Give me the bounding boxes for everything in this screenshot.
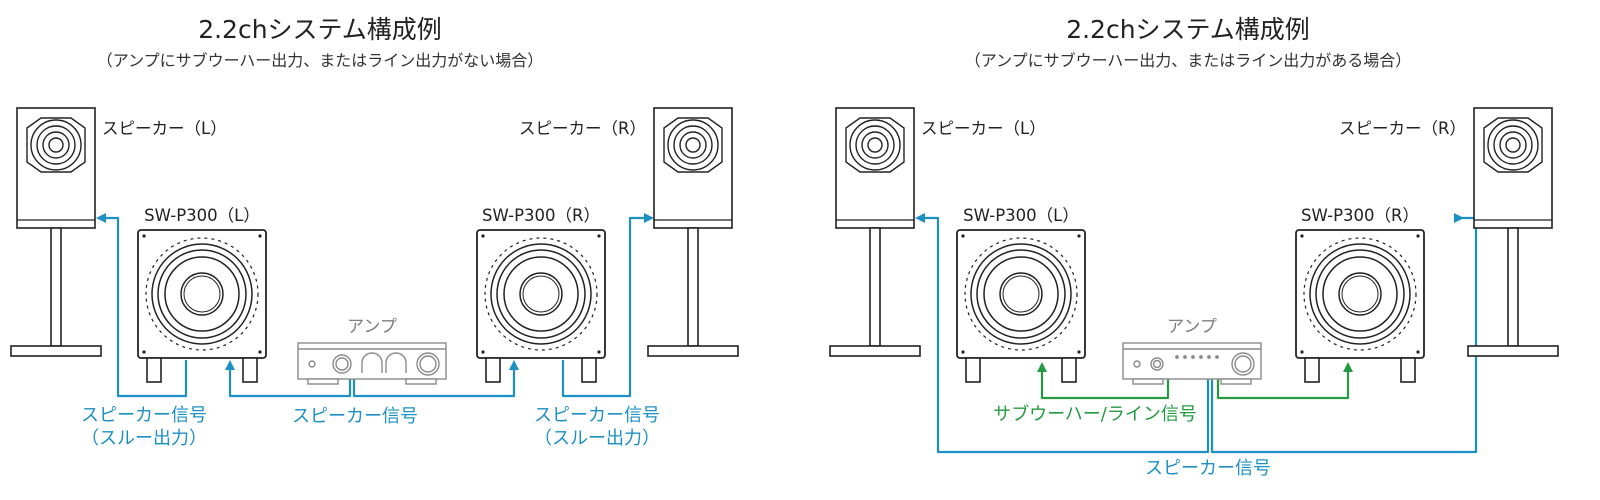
- right-speaker-l-label: スピーカー（L）: [921, 119, 1046, 138]
- right-subwoofer-l-icon: [956, 229, 1086, 383]
- left-signal-label-center: スピーカー信号: [292, 406, 418, 427]
- left-subwoofer-l-icon: [137, 229, 267, 383]
- left-amplifier-icon: [297, 342, 447, 385]
- left-speaker-l-label: スピーカー（L）: [102, 119, 227, 138]
- left-subwoofer-r-icon: [476, 229, 606, 383]
- left-diagram: 2.2chシステム構成例 （アンプにサブウーハー出力、またはライン出力がない場合…: [10, 15, 739, 449]
- right-connection-lines: [915, 213, 1478, 454]
- left-speaker-r-icon: [647, 107, 739, 357]
- left-sub-l-label: SW-P300（L）: [144, 206, 260, 225]
- right-line-signal-label: サブウーハー/ライン信号: [993, 403, 1197, 425]
- right-amplifier-icon: [1122, 342, 1262, 385]
- right-sub-l-label: SW-P300（L）: [963, 206, 1079, 225]
- right-title: 2.2chシステム構成例: [1066, 15, 1310, 44]
- left-amp-label: アンプ: [347, 317, 397, 337]
- right-diagram: 2.2chシステム構成例 （アンプにサブウーハー出力、またはライン出力がある場合…: [829, 15, 1559, 479]
- right-speaker-signal-label: スピーカー信号: [1145, 458, 1271, 479]
- left-speaker-l-icon: [10, 107, 102, 357]
- left-subtitle: （アンプにサブウーハー出力、またはライン出力がない場合）: [97, 51, 544, 70]
- right-speaker-r-label: スピーカー（R）: [1339, 119, 1466, 138]
- left-sub-r-label: SW-P300（R）: [482, 206, 600, 225]
- left-signal-label-1: スピーカー信号: [81, 405, 207, 426]
- right-speaker-r-icon: [1467, 107, 1559, 357]
- right-speaker-l-icon: [829, 107, 921, 357]
- right-subwoofer-r-icon: [1295, 229, 1425, 383]
- right-subtitle: （アンプにサブウーハー出力、またはライン出力がある場合）: [965, 51, 1412, 70]
- left-signal-label-1-sub: （スルー出力）: [81, 428, 207, 449]
- right-amp-label: アンプ: [1167, 317, 1217, 337]
- left-signal-label-2-sub: （スルー出力）: [534, 428, 660, 449]
- left-speaker-r-label: スピーカー（R）: [519, 119, 646, 138]
- left-title: 2.2chシステム構成例: [198, 15, 442, 44]
- left-signal-label-2: スピーカー信号: [534, 405, 660, 426]
- right-sub-r-label: SW-P300（R）: [1301, 206, 1419, 225]
- left-connection-lines: [96, 213, 654, 398]
